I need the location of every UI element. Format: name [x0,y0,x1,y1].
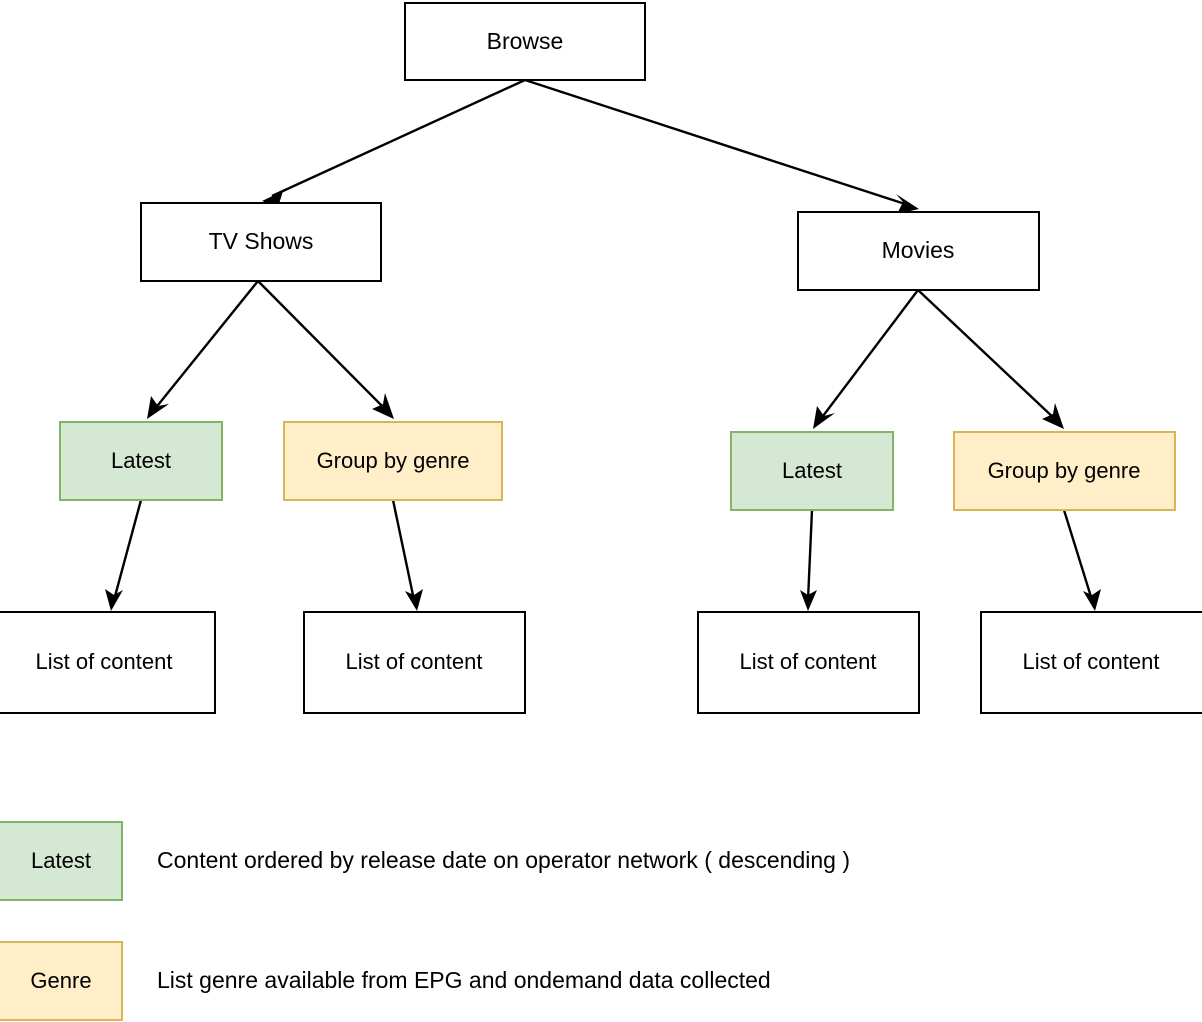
node-tv-latest-list-of-content[interactable]: List of content [0,611,216,714]
node-tv-shows-label: TV Shows [209,228,314,254]
edge-movies-genre-to-list [1062,509,1101,611]
node-tv-shows[interactable]: TV Shows [140,202,382,282]
node-tv-latest[interactable]: Latest [59,421,223,501]
legend: Latest Content ordered by release date o… [0,821,850,1021]
node-movies-group-by-genre[interactable]: Group by genre [953,431,1176,511]
node-movies-genre-list-label: List of content [1023,649,1160,674]
legend-swatch-latest-label: Latest [31,848,91,873]
node-tv-latest-label: Latest [111,448,171,473]
legend-swatch-genre [0,941,123,1021]
node-browse[interactable]: Browse [404,2,646,81]
node-movies-label: Movies [882,237,955,263]
node-movies[interactable]: Movies [797,211,1040,291]
legend-item-latest: Latest Content ordered by release date o… [0,821,850,901]
node-movies-latest[interactable]: Latest [730,431,894,511]
node-tv-latest-list-label: List of content [36,649,173,674]
legend-swatch-latest [0,821,123,901]
node-movies-latest-list-of-content[interactable]: List of content [697,611,920,714]
legend-description-genre: List genre available from EPG and ondema… [157,967,771,993]
node-movies-latest-label: Latest [782,458,842,483]
node-tv-group-by-genre[interactable]: Group by genre [283,421,503,501]
node-movies-latest-list-label: List of content [740,649,877,674]
edge-movies-to-group-by-genre [917,289,1064,429]
node-browse-label: Browse [487,28,564,54]
edge-tv-genre-to-list [391,499,423,611]
edge-movies-to-latest [813,289,919,429]
legend-description-latest: Content ordered by release date on opera… [157,847,850,873]
edge-browse-to-movies [524,78,919,214]
node-tv-genre-list-label: List of content [346,649,483,674]
edge-tv-shows-to-latest [147,280,259,419]
edge-tv-shows-to-group-by-genre [257,280,394,419]
node-tv-group-by-genre-label: Group by genre [317,448,470,473]
legend-swatch-genre-label: Genre [30,968,91,993]
legend-item-genre: Genre List genre available from EPG and … [0,941,771,1021]
edge-browse-to-tv-shows [262,78,526,211]
node-movies-genre-list-of-content[interactable]: List of content [980,611,1202,714]
edge-movies-latest-to-list [800,509,817,611]
node-movies-group-by-genre-label: Group by genre [988,458,1141,483]
edge-tv-latest-to-list [105,499,143,611]
node-tv-genre-list-of-content[interactable]: List of content [303,611,526,714]
